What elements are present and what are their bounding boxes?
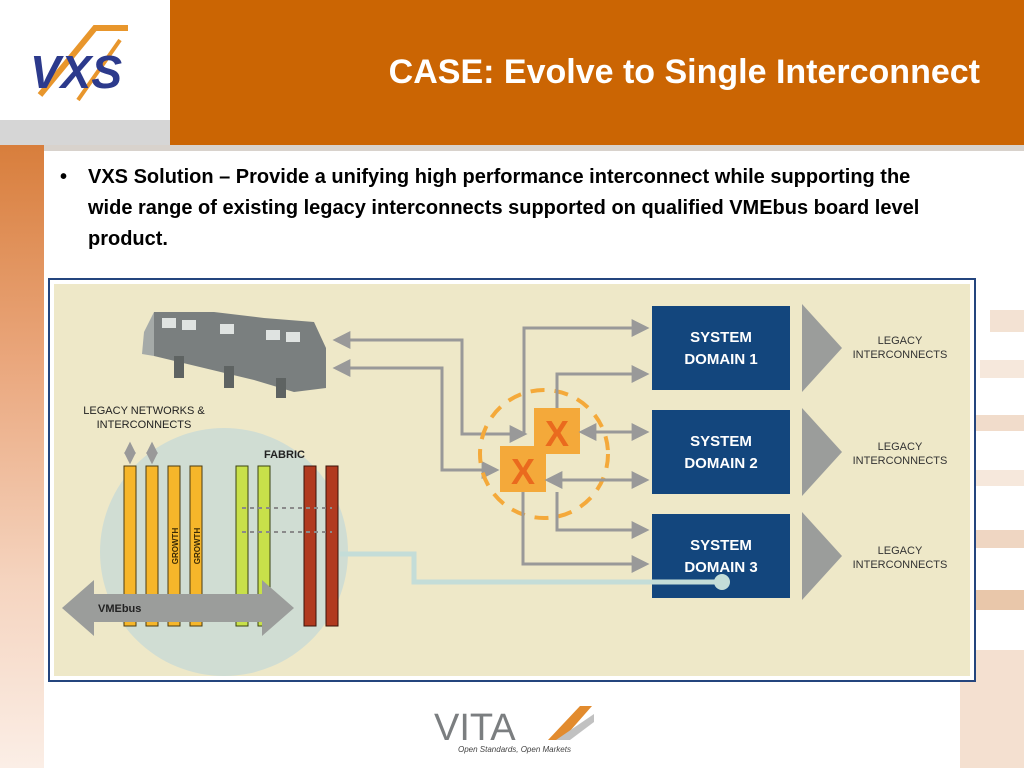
legacy-2-line1: LEGACY (878, 441, 923, 453)
system-domain-1: SYSTEM DOMAIN 1 (652, 306, 790, 390)
legacy-networks-label-line1: LEGACY NETWORKS & (83, 405, 205, 417)
vxs-logo-text: VXS (30, 46, 122, 98)
legacy-output-2: LEGACY INTERCONNECTS (802, 408, 947, 496)
operator-console-icon (142, 312, 326, 398)
switch-right: X (534, 408, 580, 454)
legacy-3-line1: LEGACY (878, 545, 923, 557)
vxs-logo: VXS (0, 0, 170, 120)
system-domain-2: SYSTEM DOMAIN 2 (652, 410, 790, 494)
bullet-point: • VXS Solution – Provide a unifying high… (60, 162, 960, 255)
legacy-3-line2: INTERCONNECTS (853, 559, 948, 571)
logo-underbar (0, 120, 170, 145)
fabric-label: FABRIC (264, 449, 305, 461)
legacy-1-line1: LEGACY (878, 335, 923, 347)
slide-title: CASE: Evolve to Single Interconnect (388, 53, 980, 91)
vita-logo: VITA Open Standards, Open Markets (430, 700, 600, 760)
domain-2-line2: DOMAIN 2 (684, 455, 757, 472)
legacy-output-3: LEGACY INTERCONNECTS (802, 512, 947, 600)
legacy-1-line2: INTERCONNECTS (853, 349, 948, 361)
legacy-output-1: LEGACY INTERCONNECTS (802, 304, 947, 392)
vmebus-label: VMEbus (98, 603, 141, 615)
domain-3-line1: SYSTEM (690, 537, 752, 554)
domain-3-line2: DOMAIN 3 (684, 559, 757, 576)
switch-right-label: X (545, 413, 569, 454)
domain-2-line1: SYSTEM (690, 433, 752, 450)
chassis-domain3-link-end (714, 574, 730, 590)
growth-label-2: GROWTH (193, 528, 202, 565)
legacy-networks-label-line2: INTERCONNECTS (97, 419, 192, 431)
switch-domain-arrow (521, 492, 650, 573)
vita-tagline: Open Standards, Open Markets (458, 745, 571, 754)
title-bar (0, 0, 1024, 145)
fabric-link (242, 507, 332, 533)
switch-left: X (500, 446, 546, 492)
growth-label-1: GROWTH (171, 528, 180, 565)
domain-1-line2: DOMAIN 1 (684, 351, 757, 368)
vxs-architecture-diagram: X X SYSTEM DOMAIN 1 SYSTEM DOMAIN 2 SYST… (54, 284, 970, 676)
vita-logo-text: VITA (434, 707, 516, 749)
switch-left-label: X (511, 451, 535, 492)
card-slots (123, 465, 339, 627)
switch-domain-arrow (522, 319, 650, 434)
header-divider (44, 145, 1024, 151)
vmebus-arrow (62, 580, 294, 636)
left-decoration (0, 145, 44, 768)
bullet-text: VXS Solution – Provide a unifying high p… (88, 166, 920, 250)
legacy-2-line2: INTERCONNECTS (853, 455, 948, 467)
console-link-arrow (332, 359, 500, 479)
bullet-dot: • (60, 166, 68, 188)
switch-domain-arrow (555, 365, 650, 408)
chassis-domain3-link (340, 551, 722, 585)
switch-domain-arrow (555, 492, 650, 539)
domain-1-line1: SYSTEM (690, 329, 752, 346)
switch-dashed-ring (478, 388, 610, 520)
